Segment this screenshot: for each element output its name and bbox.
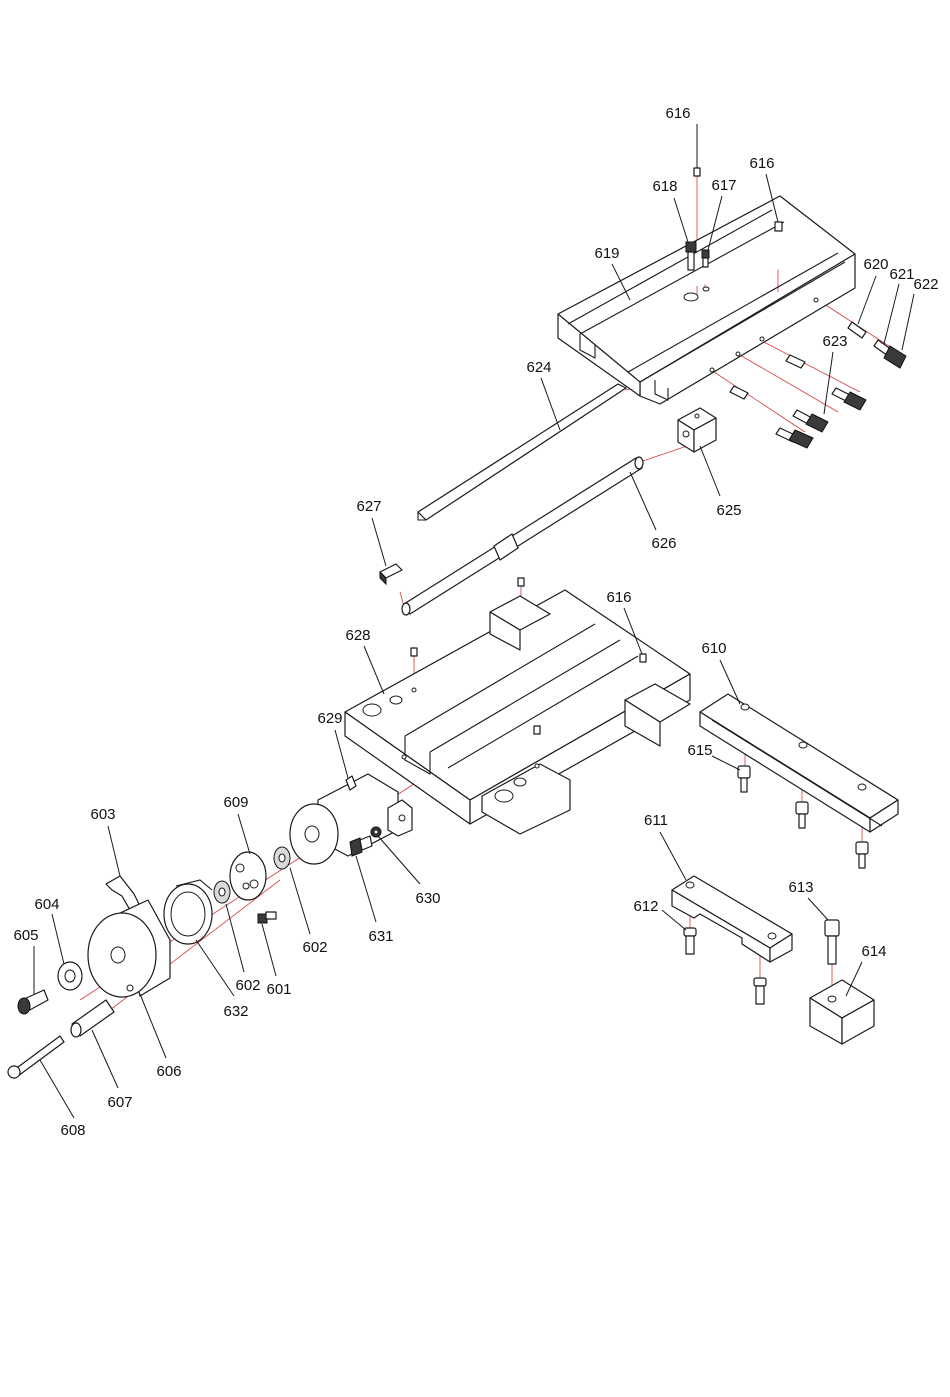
pin-screws-620-621-622: [848, 322, 906, 368]
key-627: [380, 564, 402, 584]
block-614: [810, 980, 874, 1044]
callout-613: 613: [788, 879, 813, 896]
screws-623: [730, 355, 866, 448]
nut-604-screw-605: [18, 962, 82, 1014]
callout-623: 623: [822, 333, 847, 350]
callout-625: 625: [716, 502, 741, 519]
callout-602-right: 602: [302, 939, 327, 956]
callout-608: 608: [60, 1122, 85, 1139]
callout-615: 615: [687, 742, 712, 759]
callout-630: 630: [415, 890, 440, 907]
callout-602-left: 602: [235, 977, 260, 994]
callout-614: 614: [861, 943, 886, 960]
callout-610: 610: [701, 640, 726, 657]
callout-631: 631: [368, 928, 393, 945]
bearings-602-flange-609: [214, 847, 290, 923]
callout-606: 606: [156, 1063, 181, 1080]
callout-612: 612: [633, 898, 658, 915]
assembly-axis-lines: [80, 176, 895, 1010]
callout-629: 629: [317, 710, 342, 727]
cross-slide-table-619: [558, 196, 855, 404]
callout-622: 622: [913, 276, 938, 293]
gib-strip-624: [418, 384, 626, 520]
callout-626: 626: [651, 535, 676, 552]
handwheel-606: [88, 900, 170, 997]
callout-618: 618: [652, 178, 677, 195]
callout-605: 605: [13, 927, 38, 944]
callout-609: 609: [223, 794, 248, 811]
callout-627: 627: [356, 498, 381, 515]
callout-616-saddle: 616: [606, 589, 631, 606]
screw-613: [825, 920, 839, 964]
callout-604: 604: [34, 896, 59, 913]
callout-616-top: 616: [665, 105, 690, 122]
callout-611: 611: [644, 812, 668, 829]
callout-632: 632: [223, 1003, 248, 1020]
callout-624: 624: [526, 359, 551, 376]
callout-607: 607: [107, 1094, 132, 1111]
dial-ring-632: [164, 880, 212, 944]
callout-628: 628: [345, 627, 370, 644]
callout-603: 603: [90, 806, 115, 823]
callout-616-right: 616: [749, 155, 774, 172]
callout-619: 619: [594, 245, 619, 262]
callout-601: 601: [266, 981, 291, 998]
spring-clip-603: [106, 876, 140, 910]
nut-block-625: [678, 408, 716, 452]
callout-620: 620: [863, 256, 888, 273]
callout-621: 621: [889, 266, 914, 283]
callout-617: 617: [711, 177, 736, 194]
